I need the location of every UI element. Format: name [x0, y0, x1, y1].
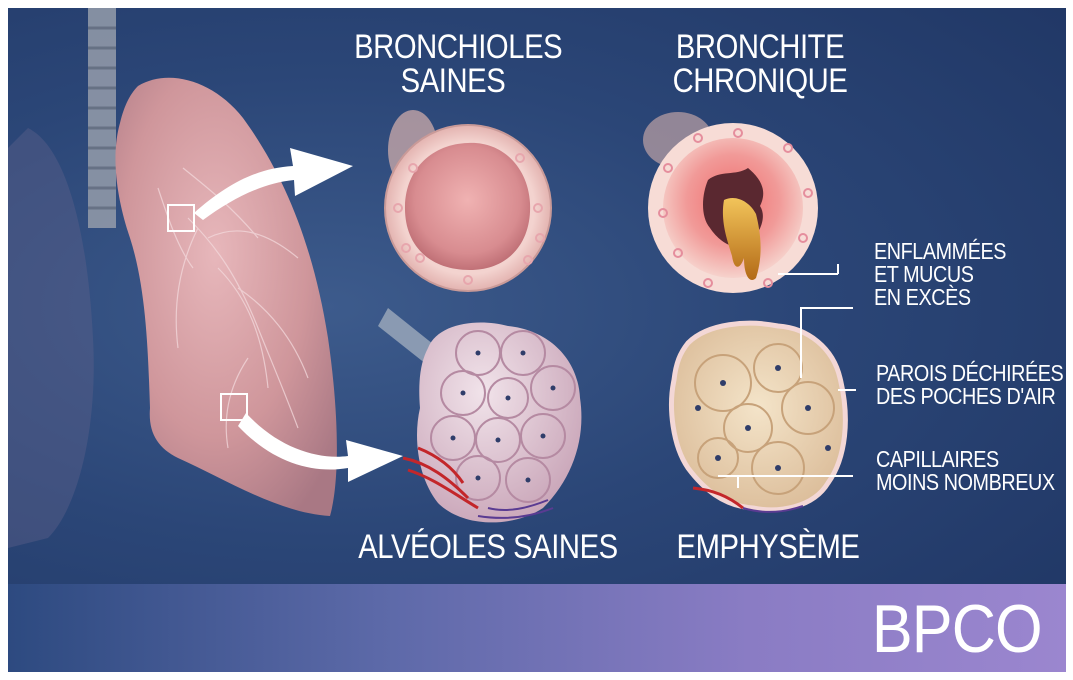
- healthy-bronchiole: [385, 110, 551, 291]
- title-bronchite-chronique: BRONCHITE CHRONIQUE: [657, 30, 863, 98]
- title-alveoles-saines: ALVÉOLES SAINES: [350, 530, 625, 564]
- inflamed-bronchiole: [643, 112, 818, 293]
- label-capillaires: CAPILLAIRES MOINS NOMBREUX: [876, 448, 1055, 494]
- illustration-panel: BRONCHIOLES SAINES BRONCHITE CHRONIQUE A…: [8, 8, 1066, 672]
- label-parois-dechirees: PAROIS DÉCHIRÉES DES POCHES D'AIR: [876, 362, 1063, 408]
- banner-title: BPCO: [872, 590, 1042, 668]
- lung: [115, 78, 336, 516]
- title-emphyseme: EMPHYSÈME: [665, 530, 871, 564]
- label-enflammees: ENFLAMMÉES ET MUCUS EN EXCÈS: [874, 240, 1006, 309]
- trachea: [88, 8, 116, 228]
- emphysema-tissue: [672, 323, 846, 512]
- copd-illustration: [8, 8, 1066, 672]
- title-bronchioles-saines: BRONCHIOLES SAINES: [354, 30, 552, 98]
- bpco-banner: BPCO: [8, 584, 1066, 672]
- healthy-alveoli: [378, 308, 581, 522]
- left-lung-silhouette: [8, 128, 94, 548]
